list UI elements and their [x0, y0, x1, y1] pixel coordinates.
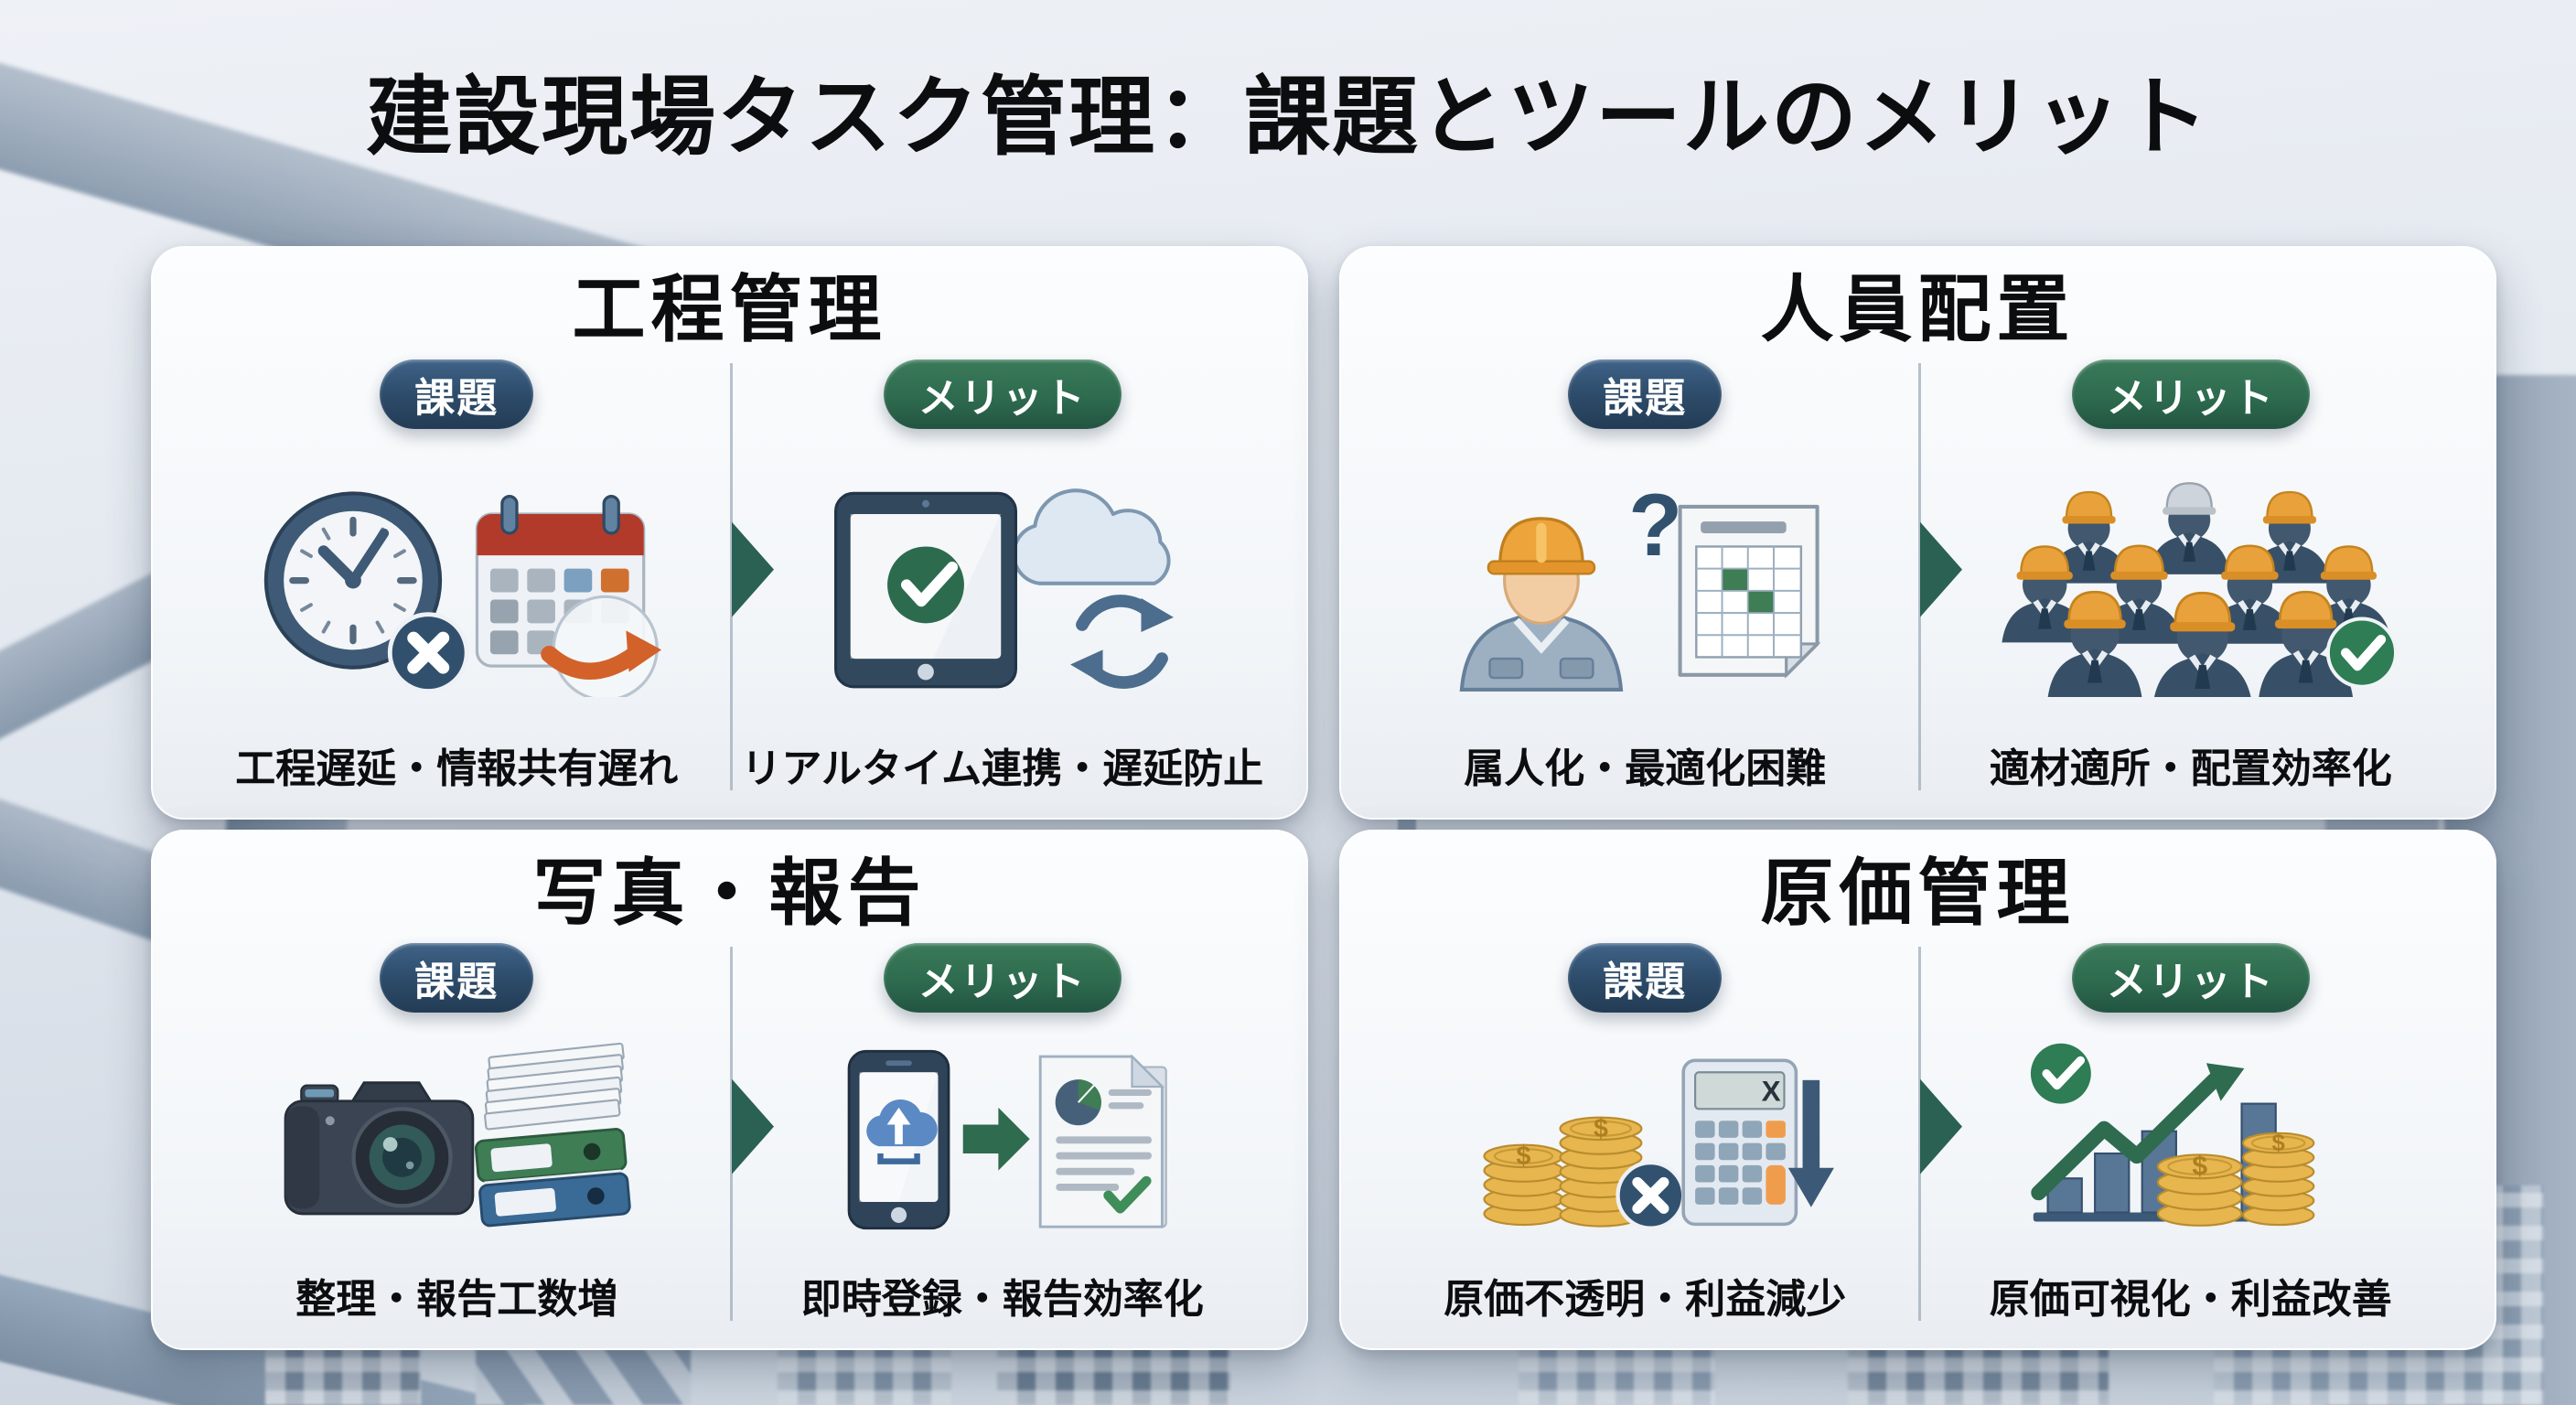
- coins-error-icon: $ $: [1483, 1114, 1685, 1230]
- down-arrow-icon: [1787, 1079, 1834, 1207]
- panel-divider: [729, 363, 733, 790]
- issue-badge: 課題: [380, 943, 534, 1013]
- svg-text:$: $: [1516, 1142, 1530, 1171]
- clock-error-icon: [264, 490, 469, 693]
- panel-body: 課題 ?: [1365, 352, 2471, 801]
- svg-text:$: $: [2272, 1131, 2285, 1156]
- staff-sheet-icon: [1678, 504, 1821, 679]
- issue-column: 課題: [184, 939, 730, 1326]
- issue-badge: 課題: [1568, 359, 1723, 429]
- svg-text:?: ?: [1629, 475, 1683, 574]
- issue-icons: [184, 429, 730, 735]
- benefit-badge: メリット: [2071, 359, 2310, 429]
- panel-title: 人員配置: [1760, 269, 2076, 350]
- panel-body: 課題: [177, 352, 1283, 801]
- benefit-column: メリット: [730, 939, 1276, 1326]
- issue-badge: 課題: [380, 359, 534, 429]
- worker-question-icon: ?: [1460, 475, 1683, 692]
- panel-photo-report: 写真・報告 課題: [151, 830, 1308, 1350]
- arrow-right-icon: [1919, 1078, 1962, 1174]
- tablet-check-icon: [833, 491, 1017, 688]
- benefit-icons: $ $: [1918, 1013, 2464, 1266]
- page-title: 建設現場タスク管理：課題とツールのメリット: [365, 69, 2210, 165]
- schedule-benefit-icons: [833, 488, 1174, 689]
- issue-column: 課題: [1372, 939, 1918, 1326]
- benefit-caption: リアルタイム連携・遅延防止: [741, 746, 1264, 791]
- benefit-caption: 適材適所・配置効率化: [1989, 746, 2392, 791]
- transfer-arrow-icon: [962, 1107, 1030, 1171]
- issue-badge: 課題: [1568, 943, 1723, 1013]
- cost-benefit-icons: $ $: [2031, 1043, 2315, 1227]
- issue-icons: [184, 1013, 730, 1266]
- cost-issue-icons: $ $ X: [1483, 1058, 1834, 1230]
- issue-caption: 属人化・最適化困難: [1464, 746, 1827, 791]
- cloud-sync-icon: [1012, 488, 1174, 689]
- profit-growth-icon: [2031, 1043, 2290, 1222]
- benefit-column: メリット: [730, 356, 1276, 796]
- benefit-caption: 即時登録・報告効率化: [800, 1277, 1204, 1322]
- coins-icon: $ $: [2156, 1131, 2315, 1227]
- panel-title: 写真・報告: [532, 853, 927, 934]
- check-icon: [2325, 616, 2398, 689]
- benefit-badge: メリット: [883, 359, 1122, 429]
- benefit-column: メリット: [1918, 356, 2464, 796]
- benefit-icons: [730, 429, 1276, 735]
- panel-divider: [729, 947, 733, 1321]
- staffing-benefit-icons: [2001, 481, 2398, 697]
- benefit-icons: [730, 1013, 1276, 1266]
- panel-divider: [1917, 363, 1921, 790]
- phone-upload-icon: [847, 1049, 950, 1229]
- issue-icons: ?: [1372, 429, 1918, 735]
- panel-schedule: 工程管理 課題: [151, 246, 1308, 820]
- calculator-down-icon: X: [1680, 1058, 1834, 1226]
- benefit-column: メリット: [1918, 939, 2464, 1326]
- document-stack-icon: [474, 1042, 631, 1227]
- benefit-badge: メリット: [2071, 943, 2310, 1013]
- report-check-icon: [1038, 1053, 1167, 1228]
- arrow-right-icon: [731, 1078, 774, 1174]
- issue-column: 課題: [184, 356, 730, 796]
- issue-caption: 整理・報告工数増: [295, 1277, 618, 1322]
- issue-column: 課題 ?: [1372, 356, 1918, 796]
- photo-benefit-icons: [847, 1049, 1167, 1229]
- panel-divider: [1917, 947, 1921, 1321]
- issue-icons: $ $ X: [1372, 1013, 1918, 1266]
- panel-body: 課題: [177, 936, 1283, 1332]
- panel-title: 原価管理: [1760, 853, 2076, 934]
- staffing-issue-icons: ?: [1460, 475, 1821, 692]
- schedule-issue-icons: [264, 490, 662, 697]
- arrow-right-icon: [1919, 521, 1962, 617]
- camera-icon: [284, 1080, 474, 1215]
- issue-caption: 工程遅延・情報共有遅れ: [235, 746, 679, 791]
- svg-text:X: X: [1761, 1074, 1780, 1107]
- calendar-delay-icon: [476, 494, 662, 697]
- panel-title: 工程管理: [572, 269, 887, 350]
- benefit-badge: メリット: [883, 943, 1122, 1013]
- panel-cost: 原価管理 課題: [1339, 830, 2496, 1350]
- benefit-icons: [1918, 429, 2464, 735]
- panel-body: 課題: [1365, 936, 2471, 1332]
- issue-caption: 原価不透明・利益減少: [1444, 1277, 1847, 1322]
- svg-text:$: $: [1594, 1114, 1608, 1143]
- panel-staffing: 人員配置 課題: [1339, 246, 2496, 820]
- arrow-right-icon: [731, 521, 774, 617]
- benefit-caption: 原価可視化・利益改善: [1989, 1277, 2392, 1322]
- photo-issue-icons: [284, 1042, 631, 1227]
- svg-text:$: $: [2192, 1151, 2207, 1181]
